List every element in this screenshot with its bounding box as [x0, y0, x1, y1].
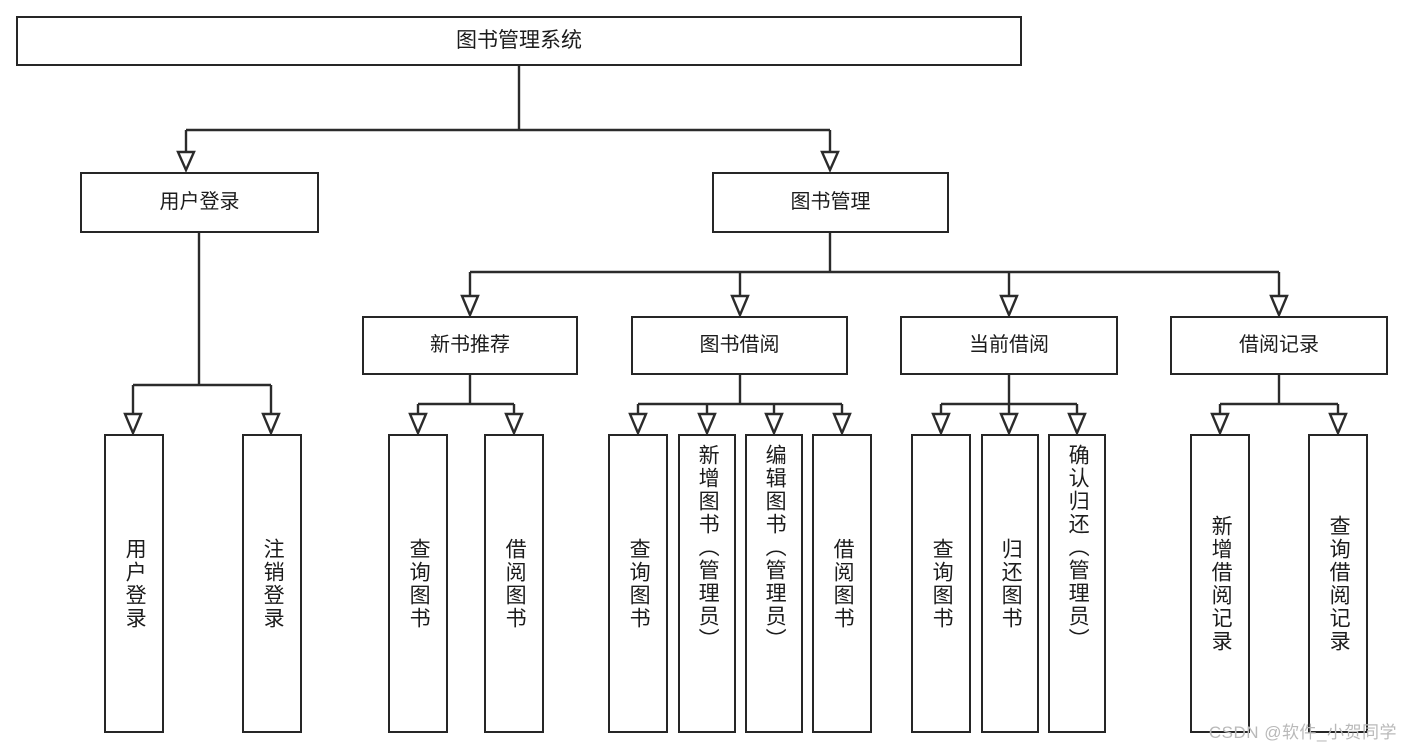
- leaf-borrow-query-book[interactable]: 查询图书: [608, 434, 668, 733]
- node-book-management-label: 图书管理: [790, 191, 871, 213]
- node-new-book-recommend-label: 新书推荐: [430, 334, 510, 356]
- leaf-return-book[interactable]: 归还图书: [981, 434, 1039, 733]
- leaf-logout[interactable]: 注销登录: [242, 434, 302, 733]
- node-user-login-label: 用户登录: [159, 191, 240, 213]
- node-current-borrow-label: 当前借阅: [969, 334, 1049, 356]
- leaf-new-book-borrow-label: 借阅图书: [503, 537, 527, 630]
- node-root-system[interactable]: 图书管理系统: [16, 16, 1022, 66]
- leaf-query-borrow-record[interactable]: 查询借阅记录: [1308, 434, 1368, 733]
- node-borrow-record-label: 借阅记录: [1239, 334, 1319, 356]
- leaf-user-login-label: 用户登录: [123, 537, 147, 630]
- leaf-add-book-admin-label: 新增图书（管理员）: [696, 444, 720, 651]
- leaf-borrow-book[interactable]: 借阅图书: [812, 434, 872, 733]
- leaf-current-query-book[interactable]: 查询图书: [911, 434, 971, 733]
- leaf-borrow-book-label: 借阅图书: [831, 537, 855, 630]
- node-user-login[interactable]: 用户登录: [80, 172, 319, 233]
- node-new-book-recommend[interactable]: 新书推荐: [362, 316, 578, 375]
- leaf-current-query-book-label: 查询图书: [930, 537, 954, 630]
- node-borrow-record[interactable]: 借阅记录: [1170, 316, 1388, 375]
- leaf-new-book-query-label: 查询图书: [407, 537, 431, 630]
- leaf-borrow-query-book-label: 查询图书: [627, 537, 651, 630]
- leaf-new-book-query[interactable]: 查询图书: [388, 434, 448, 733]
- node-root-label: 图书管理系统: [456, 28, 582, 52]
- leaf-confirm-return-admin[interactable]: 确认归还（管理员）: [1048, 434, 1106, 733]
- node-book-borrow-label: 图书借阅: [699, 334, 780, 356]
- leaf-add-book-admin[interactable]: 新增图书（管理员）: [678, 434, 736, 733]
- leaf-logout-label: 注销登录: [261, 537, 285, 630]
- csdn-watermark: CSDN @软件_小贺同学: [1208, 723, 1397, 742]
- leaf-add-borrow-record[interactable]: 新增借阅记录: [1190, 434, 1250, 733]
- node-current-borrow[interactable]: 当前借阅: [900, 316, 1118, 375]
- node-book-borrow[interactable]: 图书借阅: [631, 316, 848, 375]
- leaf-query-borrow-record-label: 查询借阅记录: [1327, 514, 1351, 653]
- leaf-add-borrow-record-label: 新增借阅记录: [1209, 514, 1233, 653]
- leaf-return-book-label: 归还图书: [999, 537, 1023, 630]
- leaf-user-login[interactable]: 用户登录: [104, 434, 164, 733]
- leaf-edit-book-admin[interactable]: 编辑图书（管理员）: [745, 434, 803, 733]
- leaf-edit-book-admin-label: 编辑图书（管理员）: [763, 444, 787, 651]
- node-book-management[interactable]: 图书管理: [712, 172, 949, 233]
- leaf-confirm-return-admin-label: 确认归还（管理员）: [1066, 444, 1090, 651]
- leaf-new-book-borrow[interactable]: 借阅图书: [484, 434, 544, 733]
